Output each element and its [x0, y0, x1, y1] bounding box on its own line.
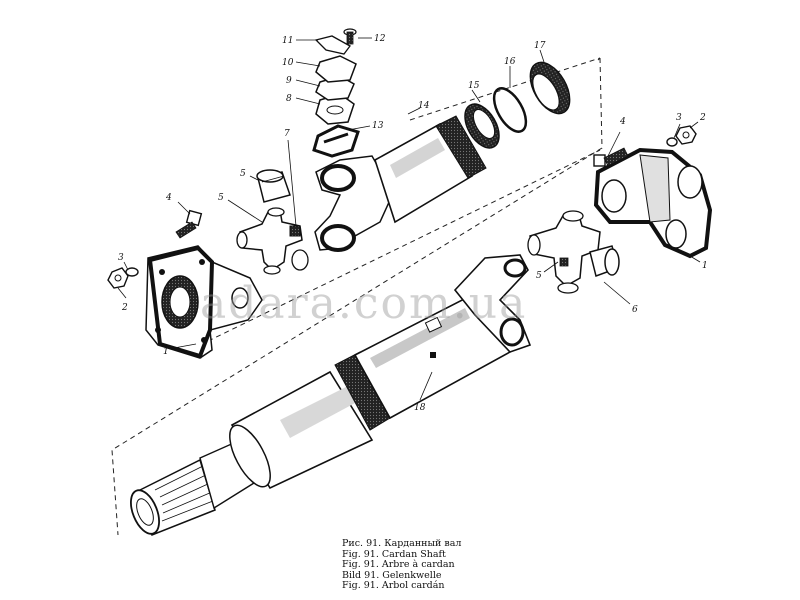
label-seal-15: 15: [468, 81, 480, 91]
ring-16: [492, 87, 528, 133]
label-gasket-10: 10: [282, 58, 294, 68]
label-left-spider: 5: [218, 193, 224, 203]
lock-plate: [314, 35, 351, 55]
label-splined-yoke: 14: [418, 101, 430, 111]
right-cap: [589, 245, 620, 277]
main-shaft: [130, 254, 532, 537]
right-bolt: [593, 147, 629, 167]
leader-lines: [117, 37, 701, 401]
label-right-flange: 1: [702, 261, 708, 271]
gasket-10: [315, 55, 357, 83]
screw: [343, 28, 357, 45]
label-left-washer: 3: [118, 253, 124, 263]
label-plate-13: 13: [372, 121, 384, 131]
label-ring-16: 16: [504, 57, 516, 67]
caption-ru: Рис. 91. Карданный вал: [342, 538, 462, 549]
label-main-shaft: 18: [414, 403, 426, 413]
left-washer: [125, 267, 139, 277]
caption-en: Fig. 91. Cardan Shaft: [342, 548, 446, 560]
label-right-spider: 5: [536, 271, 542, 281]
seal-15: [464, 103, 500, 149]
plate-13: [312, 124, 360, 158]
caption-fr: Fig. 91. Arbre à cardan: [342, 559, 455, 571]
label-left-fitting: 7: [284, 129, 290, 139]
left-flange: [145, 245, 263, 359]
right-flange: [593, 147, 713, 259]
label-right-cap: 6: [632, 305, 638, 315]
right-nut: [675, 125, 697, 145]
label-left-flange: 1: [163, 347, 169, 357]
label-right-bolt: 4: [619, 117, 626, 127]
label-left-bolt: 4: [165, 193, 172, 203]
label-lock-plate: 11: [282, 36, 293, 46]
left-nut: [107, 267, 129, 289]
nut-17: [529, 61, 571, 115]
label-right-nut: 2: [699, 113, 706, 123]
watermark: adara.com.ua: [200, 278, 527, 329]
label-nut-17: 17: [534, 41, 546, 51]
label-gasket-9: 9: [286, 76, 292, 86]
right-washer: [666, 137, 678, 147]
left-bolt: [175, 209, 203, 239]
left-spider: [236, 207, 309, 275]
label-screw: 12: [374, 34, 386, 44]
figure-captions: Рис. 91. Карданный вал Fig. 91. Cardan S…: [342, 538, 462, 592]
splined-yoke: [314, 115, 487, 252]
guide-line-mid: [199, 149, 601, 346]
caption-de: Bild 91. Gelenkwelle: [342, 569, 442, 581]
caption-es: Fig. 91. Arbol cardán: [342, 580, 445, 592]
label-left-nut: 2: [121, 303, 128, 313]
label-left-cap: 5: [240, 169, 246, 179]
label-gasket-8: 8: [286, 94, 292, 104]
left-cap: [256, 169, 291, 203]
part-labels: 1 1 2 2 3 3 4 4 5 5 5 6 7 8 9 10 11 12 1…: [118, 34, 708, 413]
left-fitting: [289, 225, 301, 237]
label-right-washer: 3: [676, 113, 682, 123]
